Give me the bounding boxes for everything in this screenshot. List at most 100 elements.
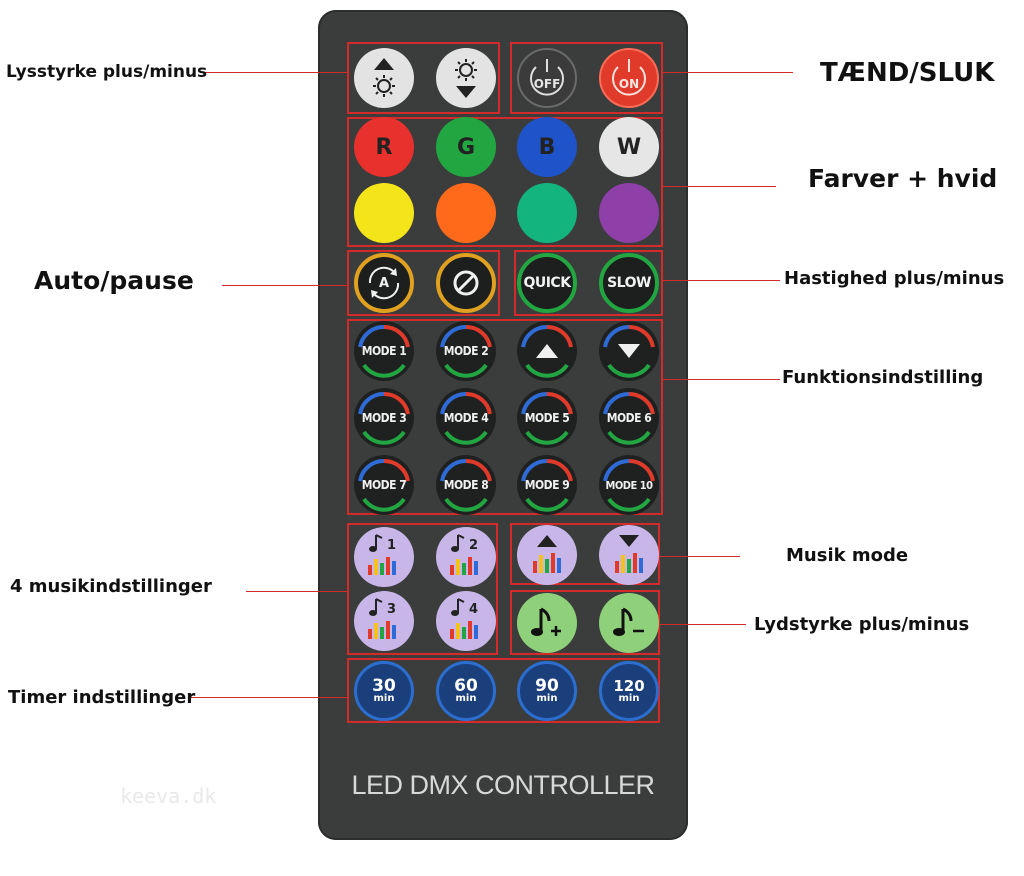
timer-unit-label: min bbox=[455, 693, 477, 704]
brightness-leader-line bbox=[200, 72, 347, 73]
blue-button[interactable]: B bbox=[517, 117, 577, 177]
music-note-minus-icon bbox=[613, 607, 644, 636]
mode-ring-icon bbox=[358, 324, 410, 378]
mode-ring-icon bbox=[521, 391, 573, 445]
pause-button[interactable] bbox=[436, 253, 496, 313]
mode-ring-icon bbox=[521, 458, 573, 512]
timer-60-label: 60 bbox=[454, 676, 478, 696]
purple-button[interactable] bbox=[599, 183, 659, 243]
music-mode-up-button[interactable] bbox=[517, 525, 577, 585]
off-button[interactable]: OFF bbox=[517, 48, 577, 108]
mode-7-button[interactable]: MODE 7 bbox=[354, 455, 414, 515]
slow-button[interactable]: SLOW bbox=[599, 253, 659, 313]
mode-8-label: MODE 8 bbox=[443, 478, 489, 492]
label-volume: Lydstyrke plus/minus bbox=[754, 614, 970, 635]
mode-4-button[interactable]: MODE 4 bbox=[436, 388, 496, 448]
yellow-button[interactable] bbox=[354, 183, 414, 243]
music-mode-down-icon bbox=[615, 535, 643, 573]
volume-up-button[interactable] bbox=[517, 593, 577, 653]
mode-group bbox=[347, 319, 663, 515]
brightness-up-icon bbox=[373, 58, 395, 97]
mode-ring-icon bbox=[603, 324, 655, 378]
music-2-label: 2 bbox=[469, 538, 479, 553]
brightness-up-button[interactable] bbox=[354, 48, 414, 108]
speed-group bbox=[514, 250, 663, 316]
mode-up-button[interactable] bbox=[517, 321, 577, 381]
power-on-icon bbox=[612, 59, 646, 96]
timer-90-label: 90 bbox=[535, 676, 559, 696]
music-note-icon bbox=[450, 534, 478, 575]
volume-down-button[interactable] bbox=[599, 593, 659, 653]
label-brightness: Lysstyrke plus/minus bbox=[6, 62, 208, 82]
red-label: R bbox=[375, 134, 393, 160]
music-mode-leader-line bbox=[660, 556, 740, 557]
music-mode-up-icon bbox=[533, 535, 561, 573]
teal-button[interactable] bbox=[517, 183, 577, 243]
mode-7-label: MODE 7 bbox=[361, 478, 407, 492]
mode-down-button[interactable] bbox=[599, 321, 659, 381]
mode-10-button[interactable]: MODE 10 bbox=[599, 455, 659, 515]
music-settings-group bbox=[347, 523, 498, 655]
mode-ring-icon bbox=[358, 458, 410, 512]
mode-9-label: MODE 9 bbox=[524, 478, 570, 492]
function-leader-line bbox=[663, 379, 780, 380]
timer-60-button[interactable]: 60 min bbox=[436, 661, 496, 721]
power-group bbox=[510, 42, 663, 114]
mode-9-button[interactable]: MODE 9 bbox=[517, 455, 577, 515]
brightness-down-button[interactable] bbox=[436, 48, 496, 108]
mode-4-label: MODE 4 bbox=[443, 411, 489, 425]
timer-30-label: 30 bbox=[372, 676, 396, 696]
mode-3-button[interactable]: MODE 3 bbox=[354, 388, 414, 448]
timer-90-button[interactable]: 90 min bbox=[517, 661, 577, 721]
music-1-button[interactable]: 1 bbox=[354, 527, 414, 587]
music-mode-group bbox=[510, 523, 660, 585]
timer-120-button[interactable]: 120 min bbox=[599, 661, 659, 721]
label-power: TÆND/SLUK bbox=[820, 58, 995, 88]
label-timer: Timer indstillinger bbox=[8, 687, 196, 708]
quick-button[interactable]: QUICK bbox=[517, 253, 577, 313]
white-label: W bbox=[616, 134, 642, 160]
mode-2-button[interactable]: MODE 2 bbox=[436, 321, 496, 381]
timer-30-button[interactable]: 30 min bbox=[354, 661, 414, 721]
music-mode-down-button[interactable] bbox=[599, 525, 659, 585]
music-3-button[interactable]: 3 bbox=[354, 591, 414, 651]
colors-group bbox=[347, 117, 663, 247]
label-auto-pause: Auto/pause bbox=[34, 266, 194, 295]
mode-6-button[interactable]: MODE 6 bbox=[599, 388, 659, 448]
music-4-button[interactable]: 4 bbox=[436, 591, 496, 651]
timer-group bbox=[347, 658, 660, 723]
timer-120-label: 120 bbox=[613, 677, 645, 695]
mode-5-label: MODE 5 bbox=[524, 411, 570, 425]
mode-10-label: MODE 10 bbox=[605, 478, 653, 492]
mode-8-button[interactable]: MODE 8 bbox=[436, 455, 496, 515]
music-4-label: 4 bbox=[469, 602, 479, 617]
orange-button[interactable] bbox=[436, 183, 496, 243]
red-button[interactable]: R bbox=[354, 117, 414, 177]
speed-leader-line bbox=[663, 280, 780, 281]
colors-leader-line bbox=[663, 186, 776, 187]
timer-30-stack: 30 min bbox=[372, 678, 396, 704]
label-colors: Farver + hvid bbox=[808, 164, 998, 193]
mode-5-button[interactable]: MODE 5 bbox=[517, 388, 577, 448]
slow-label: SLOW bbox=[607, 275, 651, 291]
timer-unit-label: min bbox=[618, 693, 640, 704]
music-note-icon bbox=[368, 598, 396, 639]
mode-3-label: MODE 3 bbox=[361, 411, 407, 425]
timer-unit-label: min bbox=[373, 693, 395, 704]
white-button[interactable]: W bbox=[599, 117, 659, 177]
on-button[interactable]: ON bbox=[599, 48, 659, 108]
label-music-mode: Musik mode bbox=[786, 545, 909, 566]
timer-unit-label: min bbox=[536, 693, 558, 704]
auto-label: A bbox=[378, 275, 390, 291]
timer-90-stack: 90 min bbox=[535, 678, 559, 704]
music-2-button[interactable]: 2 bbox=[436, 527, 496, 587]
brand-label: LED DMX CONTROLLER bbox=[351, 770, 655, 800]
blue-label: B bbox=[538, 134, 556, 160]
green-button[interactable]: G bbox=[436, 117, 496, 177]
brightness-down-icon bbox=[455, 59, 477, 98]
mode-1-button[interactable]: MODE 1 bbox=[354, 321, 414, 381]
mode-2-label: MODE 2 bbox=[443, 344, 489, 358]
music-3-label: 3 bbox=[387, 602, 397, 617]
auto-button[interactable]: A bbox=[354, 253, 414, 313]
mode-6-label: MODE 6 bbox=[606, 411, 652, 425]
